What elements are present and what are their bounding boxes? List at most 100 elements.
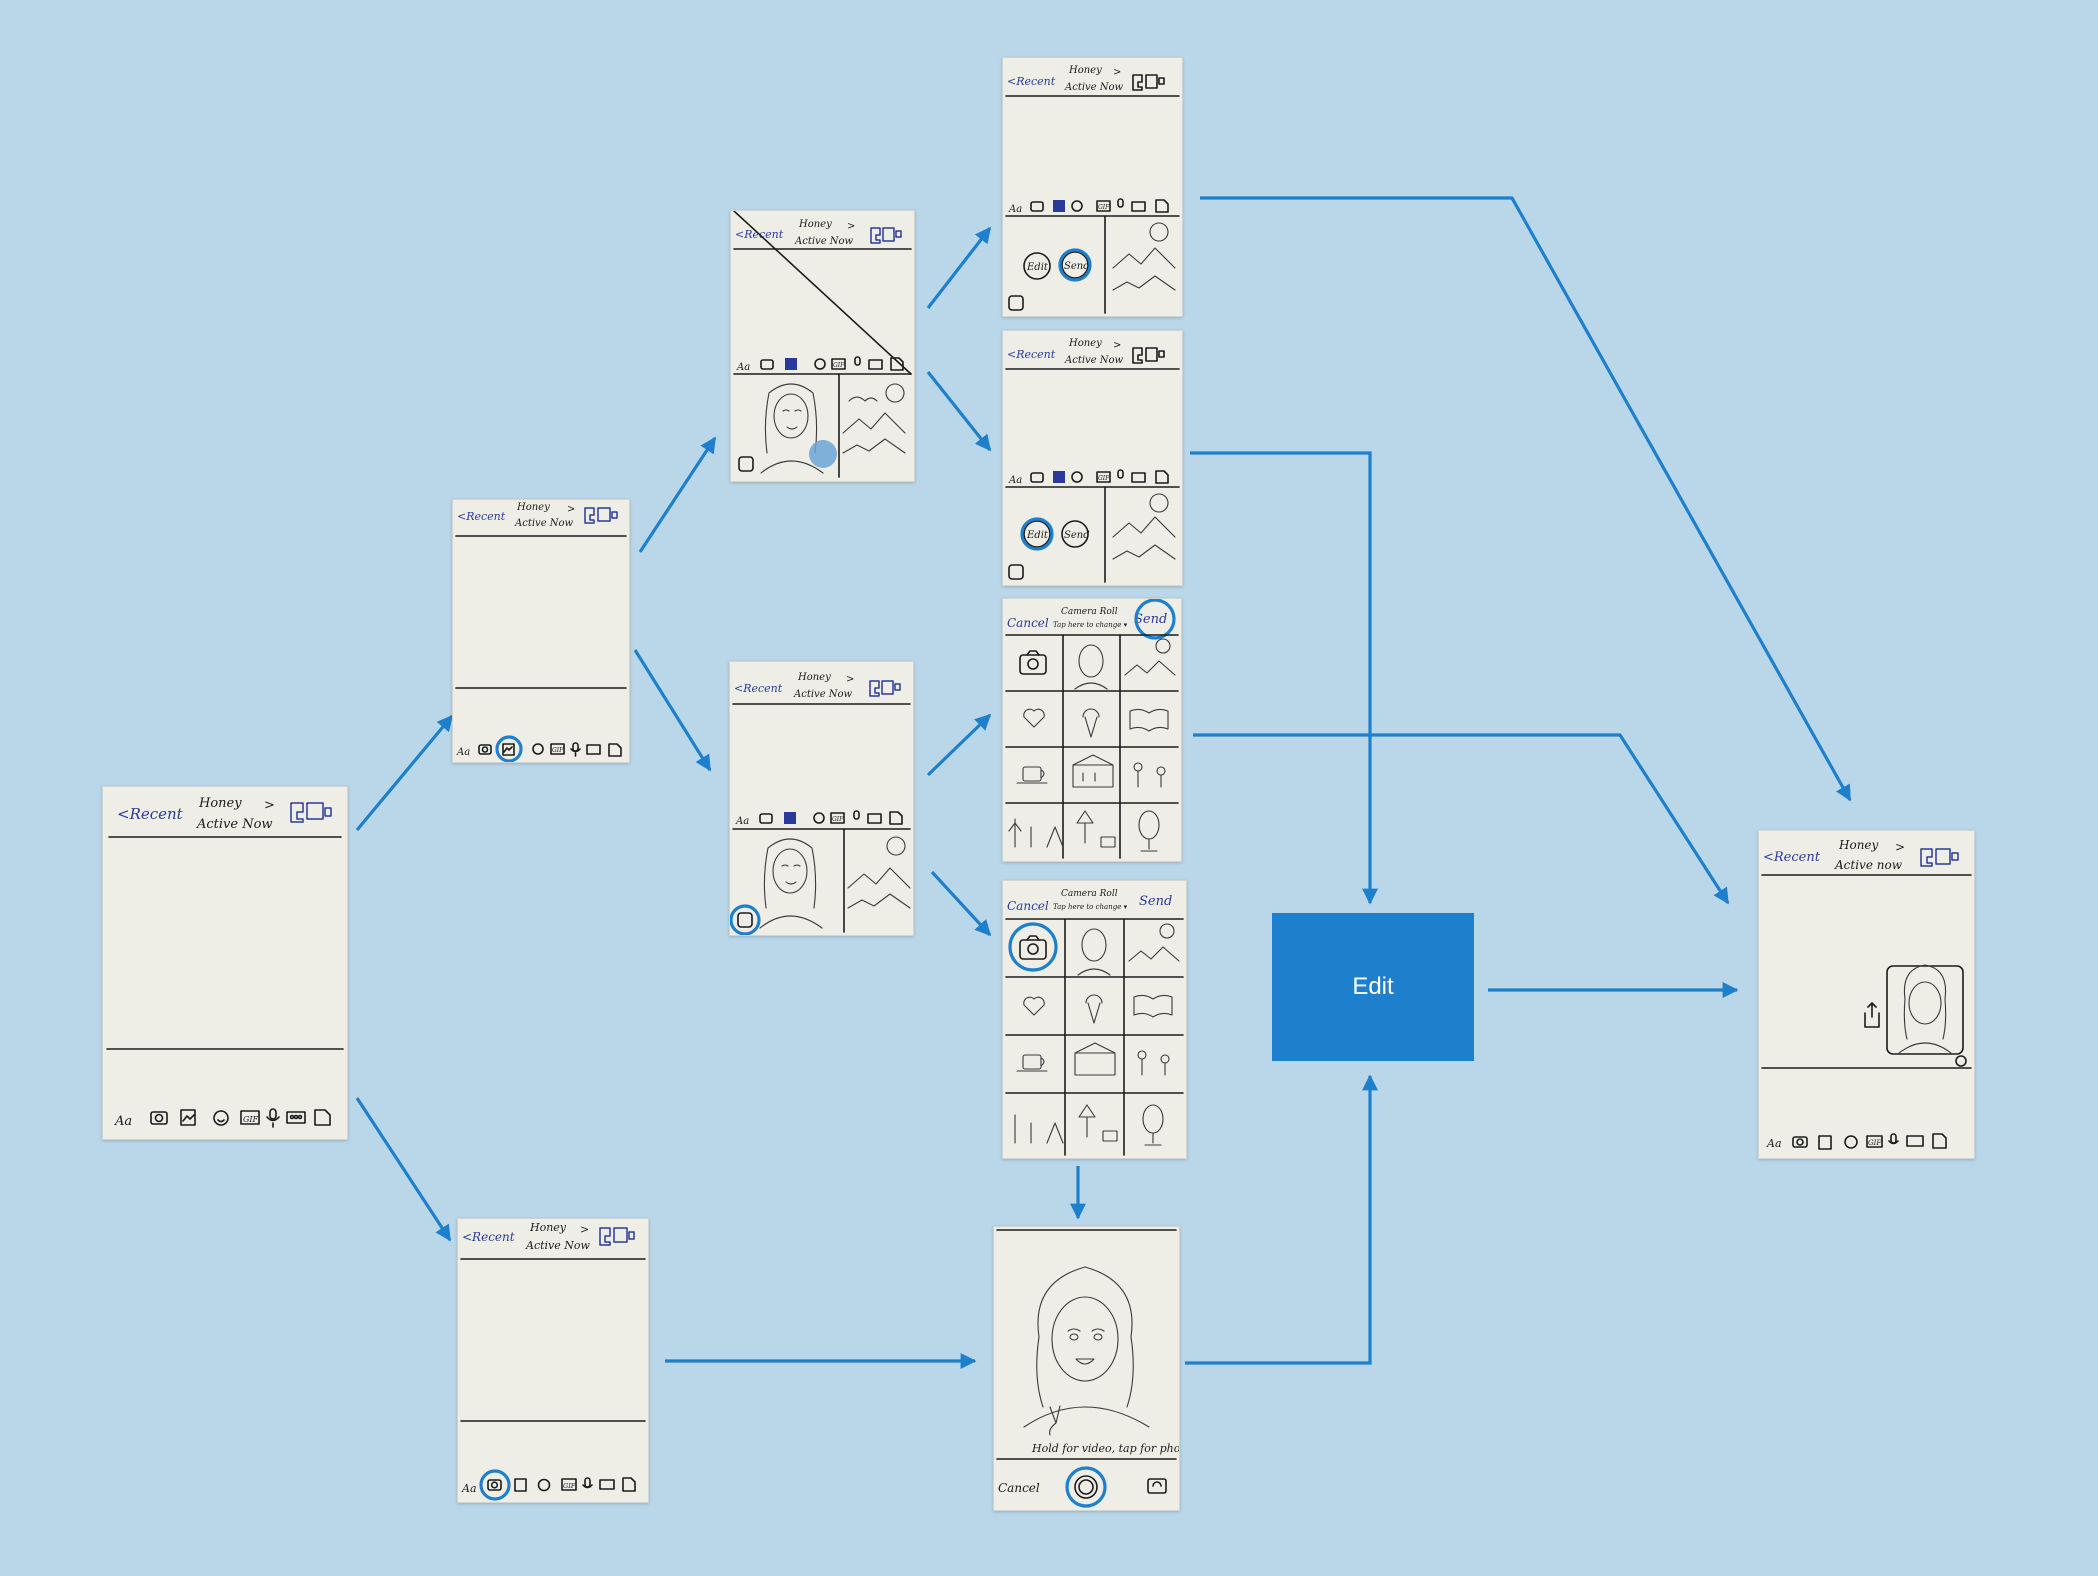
back-link-recent[interactable]: <Recent (734, 682, 783, 695)
call-icon[interactable] (1132, 74, 1143, 91)
tool-camera-icon[interactable] (1030, 472, 1044, 483)
tool-file-icon[interactable] (314, 1109, 331, 1126)
tool-photo-icon[interactable] (514, 1478, 527, 1492)
back-link-recent[interactable]: <Recent (457, 510, 506, 523)
tool-emoji-icon[interactable] (813, 812, 825, 824)
tool-emoji-icon[interactable] (814, 358, 826, 370)
photo-tile-portrait[interactable] (1077, 928, 1111, 976)
tool-more-icon[interactable] (868, 359, 883, 370)
send-button[interactable]: Send (1134, 612, 1167, 627)
photo-tile-landscape[interactable] (1128, 923, 1180, 962)
expand-icon[interactable] (738, 456, 754, 472)
photo-tile-building[interactable] (1074, 1042, 1116, 1076)
sent-photo-message[interactable] (1886, 964, 1964, 1055)
photo-tile-flowers[interactable] (1133, 762, 1166, 788)
tool-mic-icon[interactable] (570, 742, 581, 757)
expand-icon[interactable] (1008, 295, 1024, 311)
photo-tile-flowers[interactable] (1137, 1050, 1170, 1076)
photo-thumbnail-landscape[interactable] (1112, 222, 1176, 291)
tool-photo-icon[interactable] (502, 743, 515, 756)
tool-photo-icon[interactable] (784, 812, 796, 824)
tool-gif-icon[interactable]: GIF (550, 743, 565, 755)
photo-thumbnail-landscape[interactable] (842, 383, 906, 454)
cancel-button[interactable]: Cancel (998, 1481, 1040, 1495)
chevron-right-icon[interactable]: > (846, 674, 854, 685)
chevron-right-icon[interactable]: > (1113, 340, 1121, 351)
tool-more-icon[interactable] (1131, 201, 1146, 212)
expand-icon[interactable] (1008, 564, 1024, 580)
back-link-recent[interactable]: <Recent (117, 805, 184, 823)
tool-text-icon[interactable]: Aa (736, 362, 750, 373)
tool-more-icon[interactable] (1131, 472, 1146, 483)
chevron-right-icon[interactable]: > (580, 1223, 589, 1236)
open-camera-icon[interactable] (1019, 935, 1047, 960)
tool-emoji-icon[interactable] (532, 743, 544, 755)
camera-roll-subtitle[interactable]: Tap here to change ▾ (1053, 621, 1128, 629)
tool-photo-icon[interactable] (785, 358, 797, 370)
chevron-right-icon[interactable]: > (567, 504, 575, 515)
tool-emoji-icon[interactable] (213, 1110, 229, 1126)
photo-tile-heart[interactable] (1023, 996, 1045, 1016)
tool-text-icon[interactable]: Aa (1008, 204, 1022, 215)
call-icon[interactable] (584, 507, 595, 524)
cancel-button[interactable]: Cancel (1007, 616, 1049, 630)
photo-tile-lamp[interactable] (1078, 1104, 1118, 1142)
tool-mic-icon[interactable] (582, 1477, 593, 1489)
video-icon[interactable] (1145, 74, 1165, 89)
tool-camera-icon[interactable] (150, 1111, 168, 1125)
send-button[interactable]: Send (1061, 520, 1090, 548)
tool-text-icon[interactable]: Aa (461, 1482, 477, 1495)
video-icon[interactable] (306, 802, 332, 820)
photo-thumbnail-portrait[interactable] (759, 838, 823, 929)
photo-tile-landscape[interactable] (1124, 638, 1176, 676)
call-icon[interactable] (290, 802, 304, 823)
photo-tile-portrait[interactable] (1074, 644, 1108, 690)
tool-more-icon[interactable] (599, 1479, 615, 1490)
send-button[interactable]: Send (1139, 894, 1172, 909)
tool-gif-icon[interactable]: GIF (240, 1110, 260, 1125)
tool-text-icon[interactable]: Aa (114, 1114, 132, 1129)
back-link-recent[interactable]: <Recent (462, 1230, 515, 1244)
shutter-button[interactable] (1074, 1475, 1098, 1499)
tool-file-icon[interactable] (889, 811, 903, 825)
tool-mic-icon[interactable] (854, 356, 861, 366)
tool-gif-icon[interactable]: GIF (561, 1478, 577, 1491)
video-icon[interactable] (613, 1227, 635, 1243)
video-icon[interactable] (882, 227, 902, 242)
tool-more-icon[interactable] (586, 744, 601, 755)
expand-icon[interactable] (737, 912, 753, 928)
back-link-recent[interactable]: <Recent (1007, 75, 1056, 88)
tool-photo-icon[interactable] (1818, 1135, 1832, 1150)
photo-tile-heart[interactable] (1023, 708, 1045, 728)
photo-tile-book[interactable] (1129, 708, 1169, 732)
tool-gif-icon[interactable]: GIF (831, 358, 846, 370)
photo-tile-mirror[interactable] (1138, 810, 1160, 852)
tool-emoji-icon[interactable] (537, 1478, 551, 1492)
call-icon[interactable] (869, 680, 880, 697)
tool-camera-icon[interactable] (760, 359, 774, 370)
share-icon[interactable] (1864, 1002, 1880, 1028)
call-icon[interactable] (1132, 347, 1143, 364)
chevron-right-icon[interactable]: > (1113, 67, 1121, 78)
photo-tile-icecream[interactable] (1085, 994, 1103, 1024)
tool-text-icon[interactable]: Aa (1766, 1137, 1782, 1150)
tool-mic-icon[interactable] (266, 1108, 280, 1128)
photo-tile-mirror[interactable] (1142, 1104, 1164, 1146)
tool-text-icon[interactable]: Aa (1008, 475, 1022, 486)
tool-gif-icon[interactable]: GIF (1866, 1135, 1883, 1148)
tool-camera-icon[interactable] (1030, 201, 1044, 212)
photo-thumbnail-portrait[interactable] (760, 383, 824, 474)
edit-button[interactable]: Edit (1023, 520, 1051, 548)
call-icon[interactable] (870, 227, 881, 244)
cancel-button[interactable]: Cancel (1007, 899, 1049, 913)
video-icon[interactable] (1935, 848, 1959, 865)
tool-gif-icon[interactable]: GIF (1096, 200, 1111, 212)
tool-camera-icon[interactable] (487, 1479, 502, 1491)
photo-tile-cup[interactable] (1016, 1054, 1048, 1072)
tool-camera-icon[interactable] (759, 813, 773, 824)
tool-photo-icon[interactable] (1053, 471, 1065, 483)
edit-button[interactable]: Edit (1023, 252, 1051, 280)
photo-tile-trees[interactable] (1008, 818, 1064, 848)
tool-file-icon[interactable] (1155, 470, 1169, 484)
switch-camera-icon[interactable] (1147, 1478, 1167, 1494)
